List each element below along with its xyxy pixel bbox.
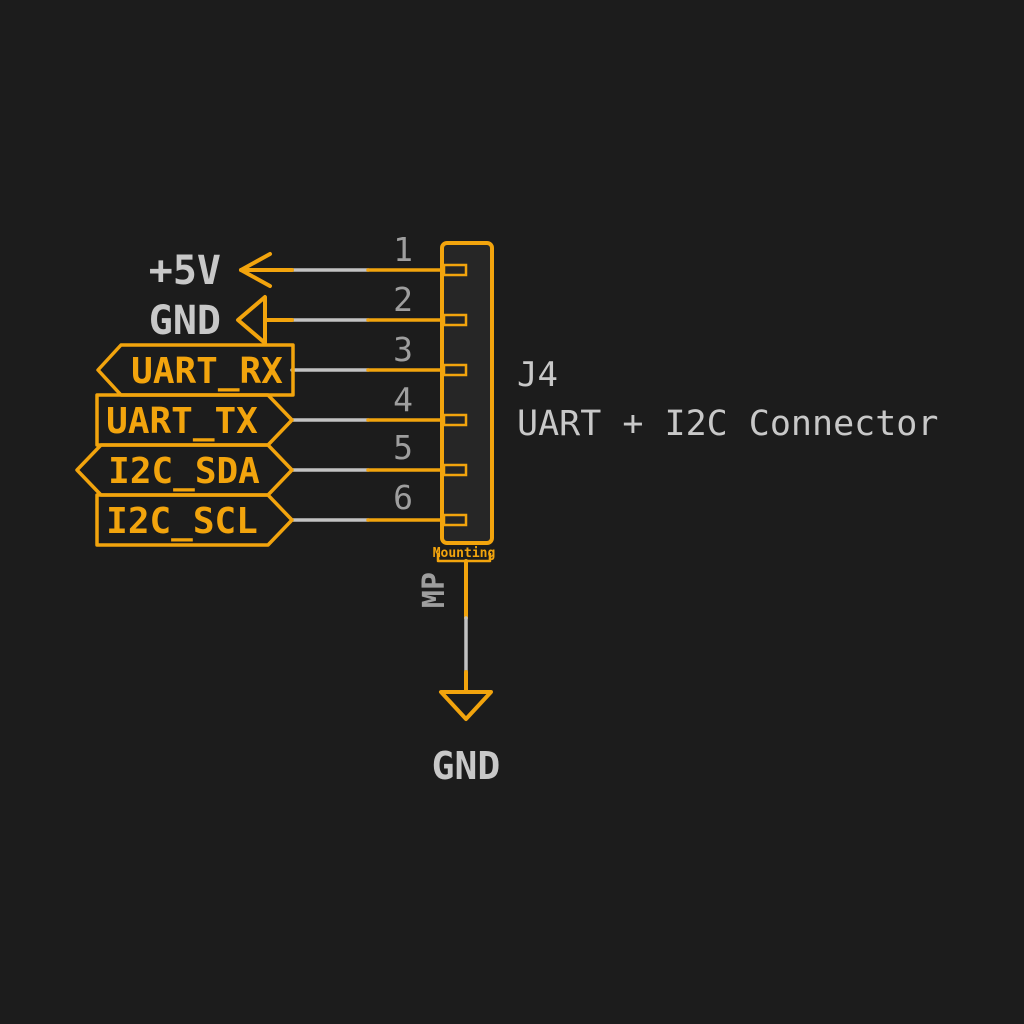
pin2-stub [442,313,468,327]
pin3-number: 3 [393,330,413,369]
pin6-number: 6 [393,478,413,517]
pin1-number: 1 [393,230,413,269]
gnd-symbol[interactable]: GND [432,670,501,788]
mounting-pin-label: Mounting [433,546,496,561]
pin3-stub [442,363,468,377]
pin-row-1[interactable]: 1 [290,230,468,277]
pin-row-6[interactable]: 6 [290,478,468,527]
uart-tx-text: UART_TX [106,401,258,442]
power-label-5v[interactable]: +5V [149,248,294,294]
uart-rx-text: UART_RX [131,351,283,392]
connector-body[interactable] [440,241,494,545]
connector-description[interactable]: UART + I2C Connector [517,404,938,444]
global-label-i2c-scl[interactable]: I2C_SCL [95,493,294,547]
mounting-pin[interactable]: Mounting MP [417,546,496,674]
pin1-stub [442,263,468,277]
pin-row-2[interactable]: 2 [290,280,468,327]
connector-symbol[interactable] [440,241,494,545]
pin-row-3[interactable]: 3 [290,330,468,377]
i2c-scl-text: I2C_SCL [106,501,258,542]
uart-rx-shape [96,343,295,397]
i2c-scl-shape [95,493,294,547]
gnd-arrow-icon [236,295,267,345]
uart-tx-shape [95,393,294,447]
global-label-i2c-sda[interactable]: I2C_SDA [75,443,294,497]
pin2-number: 2 [393,280,413,319]
pin4-stub [442,413,468,427]
power-label-gnd[interactable]: GND [149,295,294,345]
pin-row-5[interactable]: 5 [290,428,468,477]
pin-row-4[interactable]: 4 [290,380,468,427]
pin5-number: 5 [393,428,413,467]
pin6-stub [442,513,468,527]
power-gnd-text: GND [149,298,221,344]
pin4-number: 4 [393,380,413,419]
power-5v-text: +5V [149,248,221,294]
pin5-stub [442,463,468,477]
connector-reference[interactable]: J4 [517,355,558,395]
mounting-pin-name: MP [417,572,452,608]
global-label-uart-rx[interactable]: UART_RX [96,343,295,397]
i2c-sda-text: I2C_SDA [108,451,260,492]
global-label-uart-tx[interactable]: UART_TX [95,393,294,447]
gnd-symbol-text: GND [432,744,501,788]
gnd-triangle-icon [439,690,493,721]
